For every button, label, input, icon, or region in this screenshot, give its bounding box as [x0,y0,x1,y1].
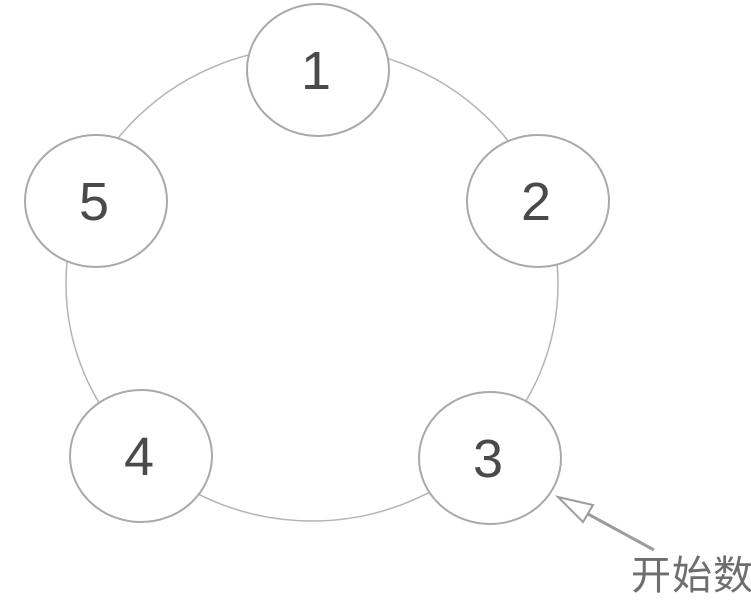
start-annotation-label: 开始数 [631,553,751,599]
node-4: 4 [69,389,213,523]
node-label-5: 5 [79,172,109,232]
node-label-3: 3 [473,429,503,489]
node-circle-5 [24,134,168,268]
node-circle-2 [466,134,610,268]
arrow-shaft [587,512,655,552]
node-circle-4 [69,389,213,523]
node-3: 3 [418,391,562,525]
start-pointer [554,495,655,552]
node-label-2: 2 [521,172,551,232]
node-circle-3 [418,391,562,525]
node-5: 5 [24,134,168,268]
node-label-4: 4 [124,427,154,487]
node-circle-1 [246,3,390,137]
node-label-1: 1 [301,41,331,101]
node-1: 1 [246,3,390,137]
node-2: 2 [466,134,610,268]
arrow-head-icon [554,495,595,524]
